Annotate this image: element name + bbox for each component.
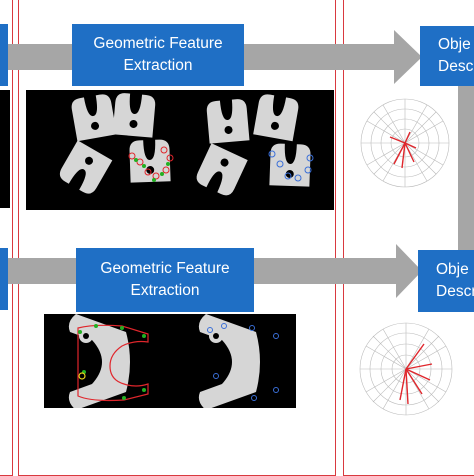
top-feature-image (26, 90, 334, 210)
top-arrow-shaft-middle (244, 44, 396, 70)
blue-feature-markers-bottom-right (207, 323, 279, 401)
bottom-arrow-head-icon (396, 244, 422, 298)
left-partial-image-top (0, 90, 10, 208)
bottom-step-label-line2: Extraction (130, 282, 200, 299)
top-next-label-line2: Descri (438, 58, 474, 75)
left-partial-box-top (0, 24, 8, 86)
yellow-center-marker (78, 372, 86, 380)
top-step-label-line2: Extraction (123, 57, 193, 74)
green-feature-markers-top-left (134, 158, 170, 182)
top-polar-plot (360, 98, 450, 188)
bottom-polar-plot (359, 322, 453, 416)
bottom-arrow-shaft-middle (254, 258, 398, 284)
bottom-geometric-feature-extraction-box: Geometric Feature Extraction (76, 248, 254, 312)
bottom-feature-image (44, 314, 296, 408)
left-partial-box-bottom (0, 248, 8, 310)
red-contour-bottom-left (77, 324, 149, 402)
top-object-description-box: Obje Descri (420, 26, 474, 86)
top-arrow-head-icon (394, 30, 422, 84)
bottom-next-label-line2: Descri (436, 283, 474, 300)
blue-feature-markers-top-right (268, 150, 314, 182)
bottom-next-label-line1: Obje (436, 261, 469, 278)
bottom-step-label-line1: Geometric Feature (100, 260, 230, 277)
bottom-object-description-box: Obje Descri (418, 250, 474, 312)
top-next-label-line1: Obje (438, 36, 471, 53)
top-step-label-line1: Geometric Feature (93, 35, 223, 52)
bottom-arrow-shaft-left (4, 258, 76, 284)
top-geometric-feature-extraction-box: Geometric Feature Extraction (72, 24, 244, 86)
red-feature-markers-top-left (128, 146, 174, 180)
top-arrow-shaft-left (4, 44, 72, 70)
right-vertical-connector (458, 78, 474, 256)
